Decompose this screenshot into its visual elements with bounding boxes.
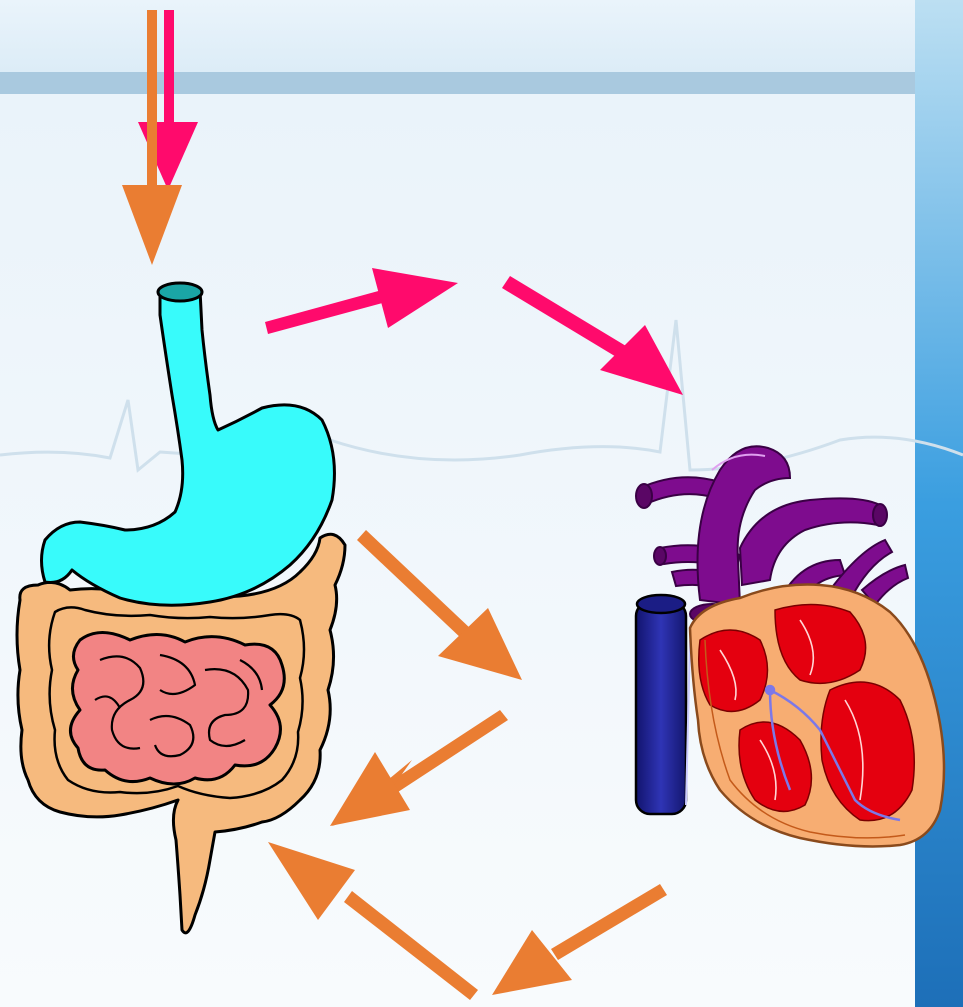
esophagus-opening	[158, 283, 202, 301]
small-intestine	[70, 633, 284, 785]
vena-cava	[636, 595, 690, 814]
